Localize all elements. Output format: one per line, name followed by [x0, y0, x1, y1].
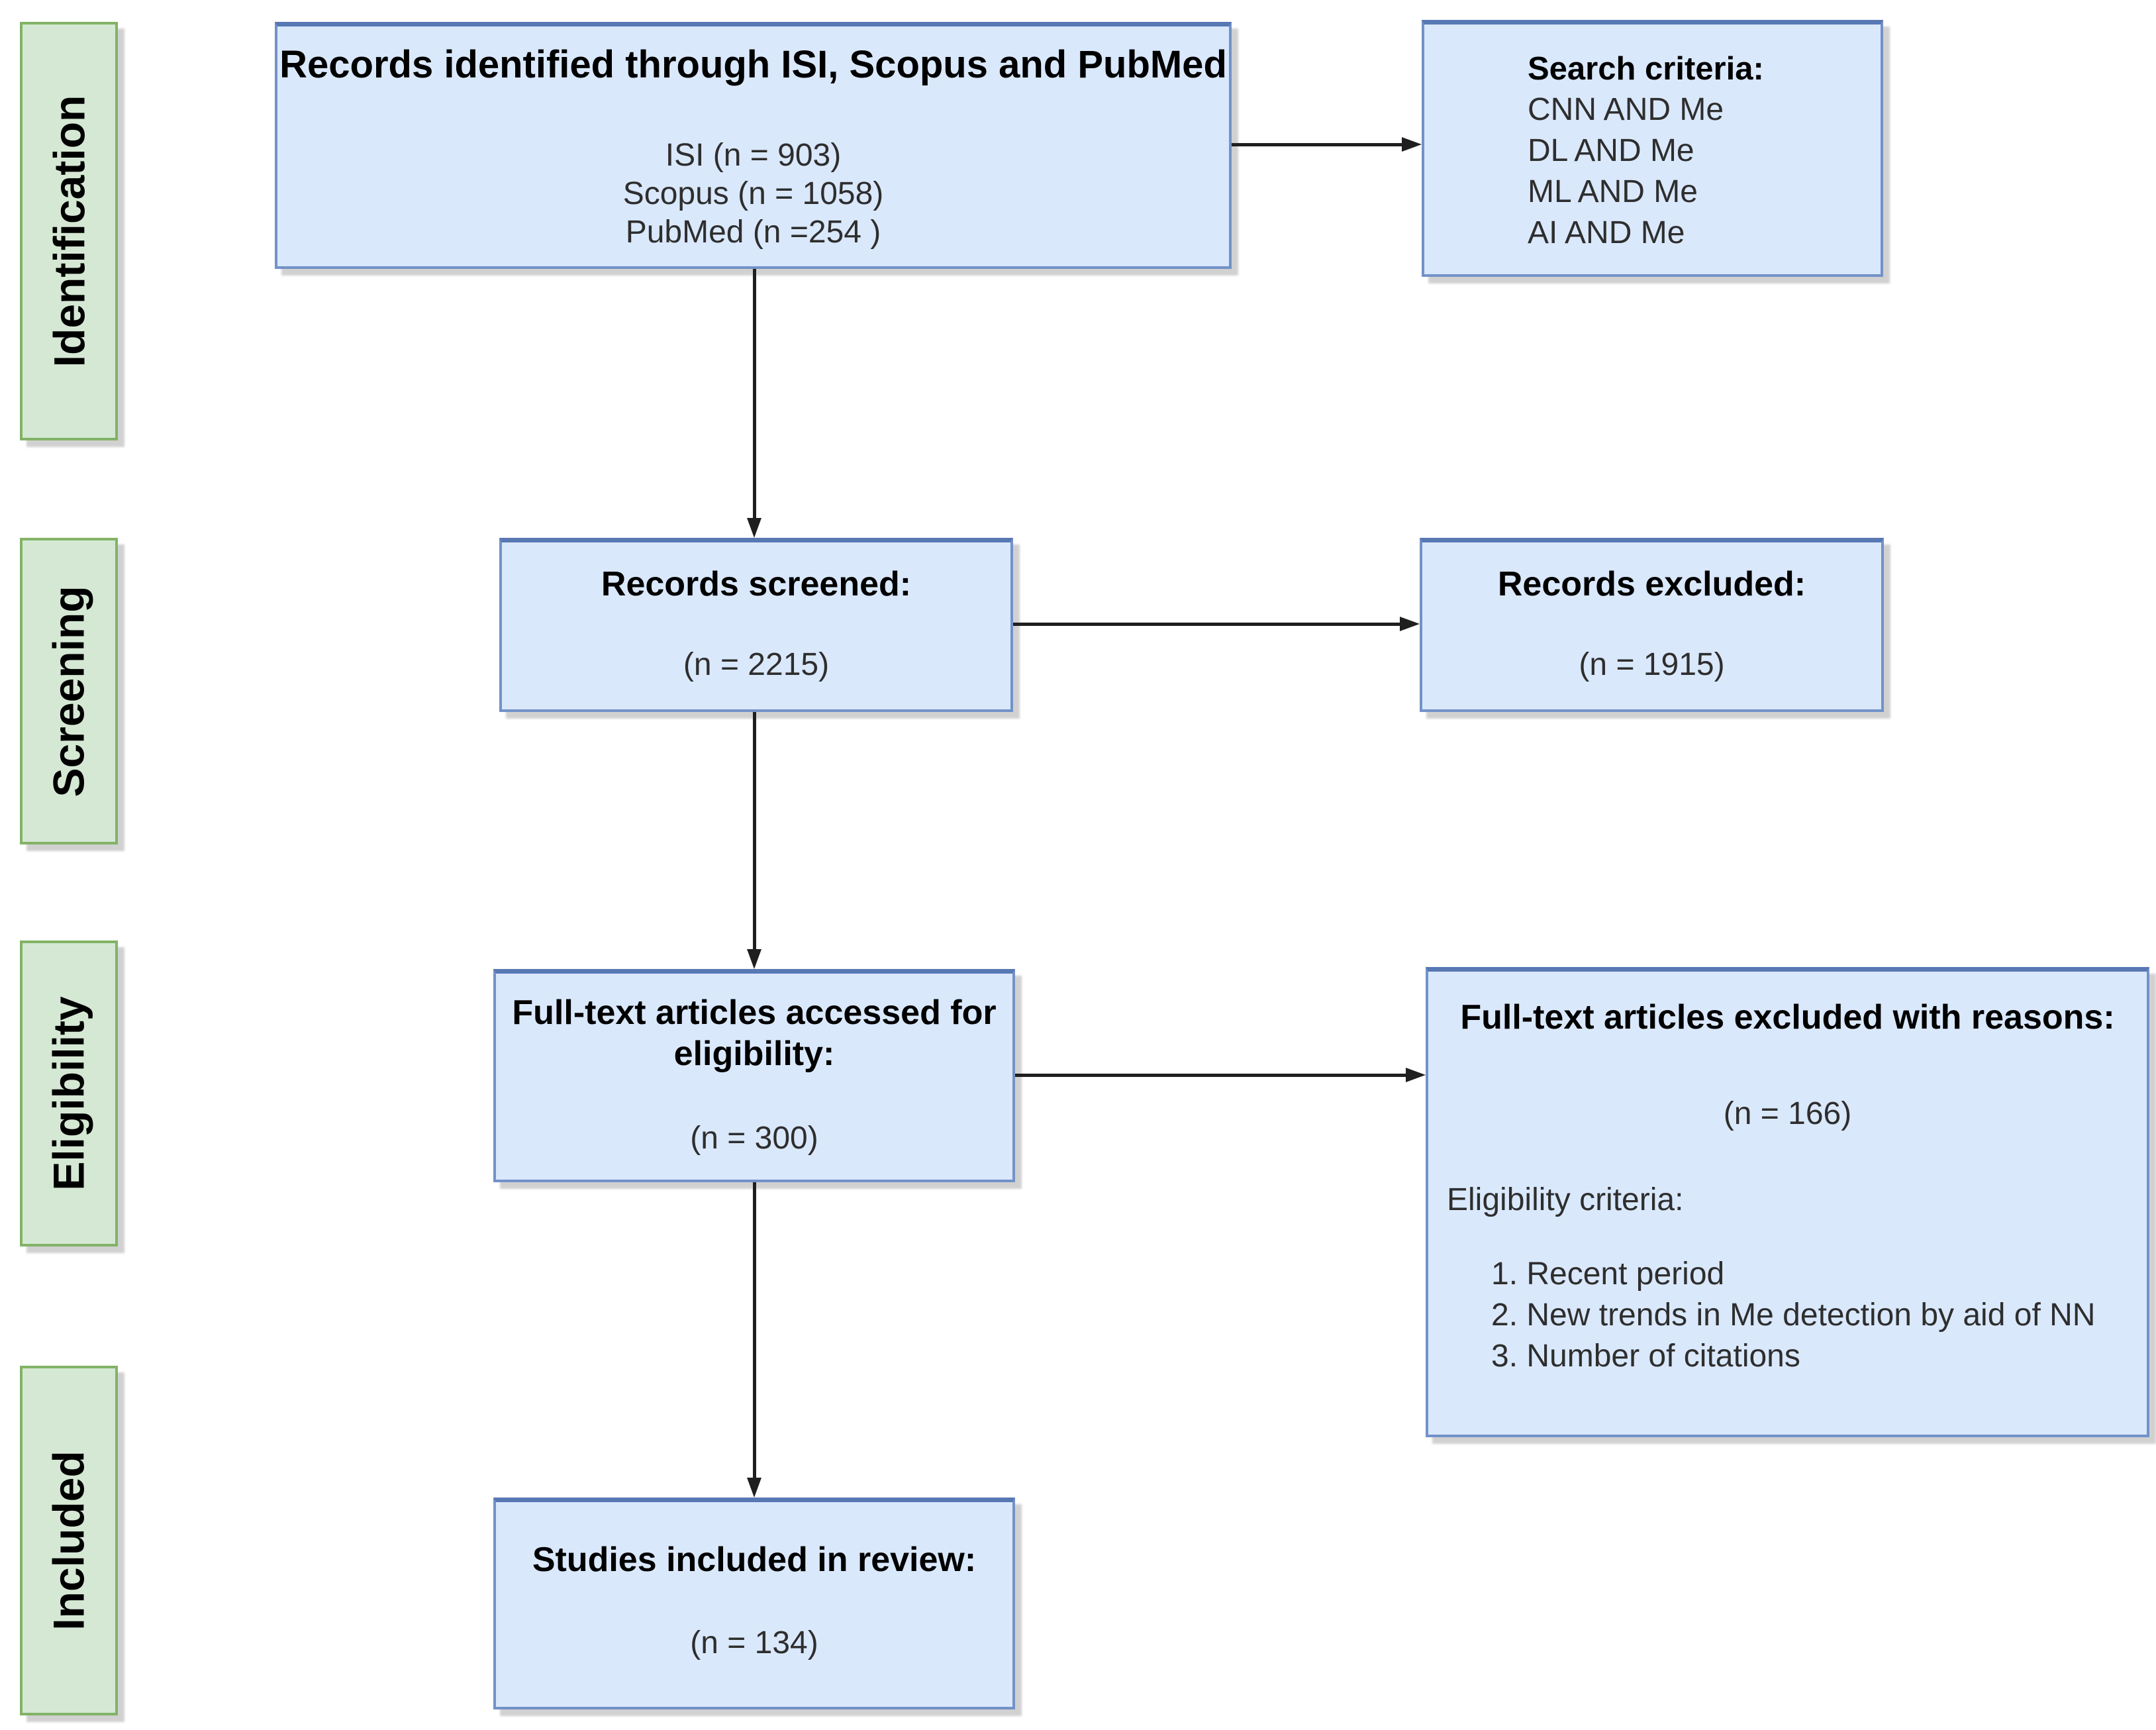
- records-screened-count: (n = 2215): [683, 647, 830, 682]
- arrow-identified-to-criteria-head: [1402, 137, 1422, 152]
- box-studies-included: Studies included in review: (n = 134): [493, 1498, 1015, 1709]
- source-pubmed: PubMed (n =254 ): [625, 215, 881, 250]
- arrow-fulltext-to-excluded-head: [1406, 1068, 1426, 1082]
- arrow-identified-to-screened-head: [747, 518, 761, 538]
- box-fulltext-accessed: Full-text articles accessed for eligibil…: [493, 969, 1015, 1182]
- box-records-screened: Records screened: (n = 2215): [499, 538, 1013, 712]
- search-term: CNN AND Me: [1528, 92, 1724, 127]
- arrow-fulltext-to-included-line: [753, 1182, 756, 1478]
- fulltext-accessed-title: Full-text articles accessed for eligibil…: [496, 992, 1012, 1074]
- arrow-screened-to-excluded-head: [1400, 617, 1420, 631]
- search-term: ML AND Me: [1528, 174, 1698, 209]
- arrow-identified-to-screened-line: [753, 269, 756, 518]
- records-screened-title: Records screened:: [601, 565, 912, 603]
- search-term: DL AND Me: [1528, 133, 1694, 168]
- stage-label-eligibility: Eligibility: [44, 996, 94, 1191]
- box-search-criteria: Search criteria: CNN AND Me DL AND Me ML…: [1422, 20, 1883, 277]
- records-excluded-count: (n = 1915): [1579, 647, 1725, 682]
- search-criteria-title: Search criteria:: [1528, 51, 1764, 87]
- records-excluded-title: Records excluded:: [1497, 565, 1806, 603]
- fulltext-accessed-title-line2: eligibility:: [673, 1035, 835, 1073]
- arrow-fulltext-to-excluded-line: [1015, 1074, 1406, 1077]
- stage-box-eligibility: Eligibility: [20, 941, 118, 1247]
- studies-included-title: Studies included in review:: [532, 1541, 977, 1579]
- records-identified-sources: ISI (n = 903) Scopus (n = 1058) PubMed (…: [277, 136, 1229, 252]
- arrow-screened-to-fulltext-head: [747, 949, 761, 969]
- box-records-excluded: Records excluded: (n = 1915): [1420, 538, 1884, 712]
- criteria-item: 1. Recent period: [1491, 1256, 1725, 1292]
- stage-box-screening: Screening: [20, 538, 118, 844]
- stage-label-identification: Identification: [44, 95, 94, 368]
- stage-box-included: Included: [20, 1366, 118, 1715]
- stage-label-screening: Screening: [44, 585, 94, 797]
- box-fulltext-excluded: Full-text articles excluded with reasons…: [1426, 967, 2149, 1437]
- stage-box-identification: Identification: [20, 22, 118, 440]
- stage-label-included: Included: [44, 1450, 94, 1631]
- search-criteria-content: Search criteria: CNN AND Me DL AND Me ML…: [1528, 48, 1872, 254]
- eligibility-criteria-heading: Eligibility criteria:: [1447, 1182, 1684, 1217]
- search-term: AI AND Me: [1528, 215, 1685, 250]
- source-isi: ISI (n = 903): [665, 138, 842, 173]
- fulltext-accessed-title-line1: Full-text articles accessed for: [512, 993, 997, 1032]
- source-scopus: Scopus (n = 1058): [622, 176, 884, 211]
- box-records-identified: Records identified through ISI, Scopus a…: [275, 22, 1232, 269]
- criteria-item: 2. New trends in Me detection by aid of …: [1491, 1298, 2096, 1333]
- studies-included-count: (n = 134): [690, 1625, 818, 1660]
- fulltext-excluded-count: (n = 166): [1723, 1096, 1852, 1131]
- arrow-screened-to-fulltext-line: [753, 712, 756, 949]
- arrow-screened-to-excluded-line: [1013, 623, 1400, 626]
- criteria-item: 3. Number of citations: [1491, 1339, 1800, 1374]
- arrow-identified-to-criteria-line: [1232, 143, 1402, 146]
- fulltext-excluded-title: Full-text articles excluded with reasons…: [1460, 998, 2115, 1037]
- records-identified-title: Records identified through ISI, Scopus a…: [279, 43, 1227, 86]
- arrow-fulltext-to-included-head: [747, 1478, 761, 1498]
- fulltext-accessed-count: (n = 300): [690, 1121, 818, 1156]
- eligibility-criteria-list: 1. Recent period 2. New trends in Me det…: [1491, 1254, 2140, 1377]
